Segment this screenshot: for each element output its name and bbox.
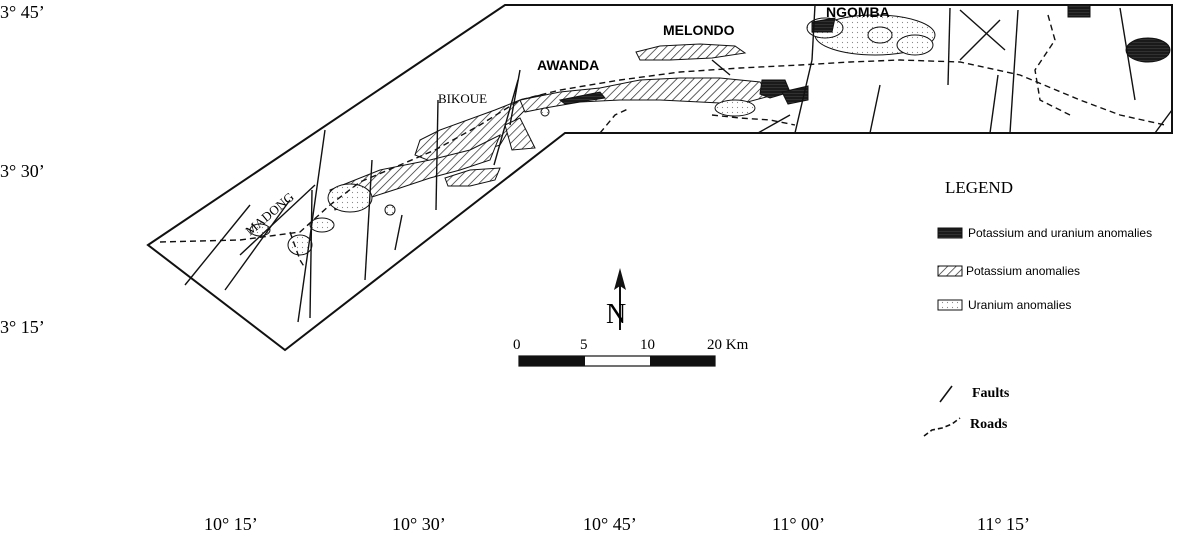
latitude-label: 3° 30’ — [0, 161, 45, 181]
fault — [757, 114, 791, 134]
uranium-zone-9 — [714, 99, 756, 117]
latitude-labels: 3° 45’ 3° 30’ 3° 15’ — [0, 2, 45, 337]
uranium-zone-2 — [287, 234, 313, 256]
fault — [184, 204, 251, 286]
fault — [435, 99, 439, 211]
potassium-zone-melondo — [635, 43, 747, 61]
fault — [1119, 7, 1136, 101]
legend-swatch-faults — [939, 385, 953, 403]
road — [1034, 14, 1071, 116]
fault — [1154, 109, 1173, 134]
ku-zone-5 — [558, 91, 606, 105]
potassium-uranium-anomaly-zones — [558, 4, 1171, 105]
road — [711, 114, 796, 126]
legend-label-faults: Faults — [972, 386, 1010, 401]
road — [599, 107, 631, 134]
legend-label-roads: Roads — [970, 417, 1008, 432]
legend-label-u: Uranium anomalies — [968, 298, 1071, 312]
uranium-anomaly-zones — [249, 14, 936, 256]
potassium-zone-awanda — [519, 77, 771, 113]
scale-bar-segment-black-1 — [519, 356, 585, 366]
fault — [493, 79, 519, 166]
legend-label-k: Potassium anomalies — [966, 264, 1080, 278]
fault — [224, 199, 291, 291]
fault — [1009, 9, 1019, 134]
longitude-label: 10° 15’ — [204, 514, 258, 534]
fault — [947, 7, 951, 86]
label-awanda: AWANDA — [537, 57, 599, 73]
label-ngomba: NGOMBA — [826, 4, 890, 20]
fault — [811, 4, 816, 61]
legend: LEGEND Potassium and uranium anomalies P… — [923, 178, 1152, 437]
uranium-zone-4 — [309, 217, 335, 233]
uranium-zone-7 — [867, 26, 893, 44]
label-melondo: MELONDO — [663, 22, 735, 38]
longitude-label: 11° 15’ — [977, 514, 1030, 534]
north-arrow-head — [614, 268, 626, 290]
fault — [394, 214, 403, 251]
fault — [309, 189, 313, 319]
potassium-zone-lower — [444, 167, 501, 187]
legend-swatch-roads — [923, 417, 961, 437]
uranium-zone-1 — [327, 183, 373, 213]
longitude-labels: 10° 15’ 10° 30’ 10° 45’ 11° 00’ 11° 15’ — [204, 514, 1030, 534]
fault — [711, 59, 731, 76]
scale-bar-segment-black-2 — [650, 356, 715, 366]
road-lines — [159, 14, 1166, 269]
fault — [364, 159, 373, 281]
uranium-zone-10 — [384, 204, 396, 216]
north-arrow: N — [606, 268, 626, 330]
legend-swatch-u — [937, 299, 963, 311]
fault — [509, 69, 521, 126]
fault — [959, 9, 1006, 51]
ku-zone-2 — [1067, 4, 1091, 18]
longitude-label: 10° 45’ — [583, 514, 637, 534]
latitude-label: 3° 45’ — [0, 2, 45, 22]
legend-swatch-k — [937, 265, 963, 277]
fault — [794, 59, 813, 134]
ku-zone-6 — [811, 17, 836, 33]
label-bikoue: BIKOUE — [438, 91, 487, 106]
ku-zone-4 — [781, 85, 809, 105]
legend-title: LEGEND — [945, 178, 1013, 197]
longitude-label: 11° 00’ — [772, 514, 825, 534]
potassium-anomaly-zones — [329, 43, 771, 211]
legend-swatch-k-u — [937, 227, 963, 239]
fault — [239, 184, 316, 256]
scale-tick-label: 5 — [580, 337, 588, 353]
scale-tick-label: 0 — [513, 337, 521, 353]
fault — [989, 74, 999, 134]
fault — [869, 84, 881, 134]
scale-tick-label: 20 Km — [707, 337, 749, 353]
uranium-zone-6 — [896, 34, 934, 56]
latitude-label: 3° 15’ — [0, 317, 45, 337]
road — [159, 59, 1166, 243]
fault-lines — [184, 4, 1173, 323]
scale-bar: 0 5 10 20 Km — [513, 337, 749, 367]
longitude-label: 10° 30’ — [392, 514, 446, 534]
legend-label-k-u: Potassium and uranium anomalies — [968, 226, 1152, 240]
fault — [959, 19, 1001, 61]
north-arrow-letter: N — [606, 299, 626, 330]
uranium-zone-11 — [540, 107, 550, 117]
ku-zone-1 — [1125, 37, 1171, 63]
scale-tick-label: 10 — [640, 337, 655, 353]
potassium-zone-south-bikoue — [504, 117, 536, 151]
study-area-outline — [146, 4, 1173, 352]
